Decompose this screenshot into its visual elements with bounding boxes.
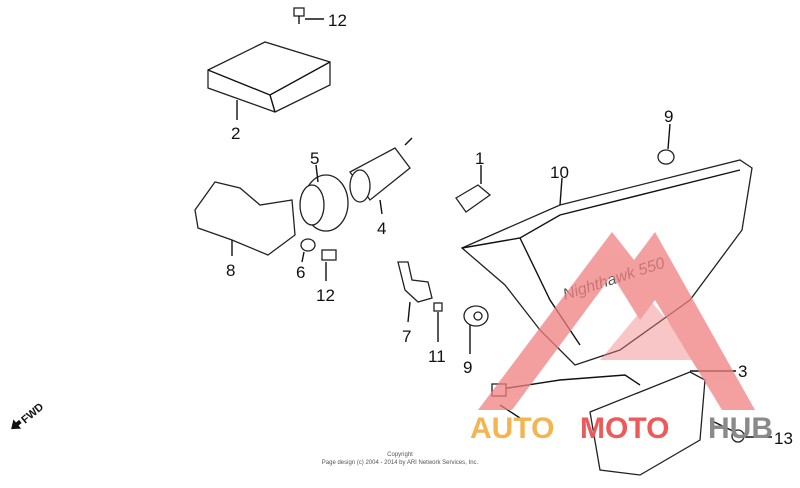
part-condenser-4[interactable] xyxy=(349,137,413,215)
watermark-hub: HUB xyxy=(708,412,773,445)
part-grommet-1[interactable] xyxy=(455,165,492,213)
callout-11[interactable]: 11 xyxy=(428,347,446,366)
part-grommet-9[interactable] xyxy=(657,123,675,165)
part-bolt-12[interactable] xyxy=(293,7,324,24)
part-bolt-13[interactable] xyxy=(709,419,772,443)
callout-2[interactable]: 2 xyxy=(231,124,240,143)
callout-12b[interactable]: 12 xyxy=(316,286,335,305)
watermark-moto: MOTO xyxy=(580,412,669,445)
callout-13[interactable]: 13 xyxy=(774,429,793,448)
part-bracket-8[interactable] xyxy=(194,181,296,256)
part-screw-11[interactable] xyxy=(433,302,443,342)
part-band-5[interactable] xyxy=(299,164,349,232)
part-switch-7[interactable] xyxy=(397,261,433,323)
callout-8[interactable]: 8 xyxy=(226,261,235,280)
callout-7[interactable]: 7 xyxy=(402,327,411,346)
callout-3[interactable]: 3 xyxy=(738,362,747,381)
part-grommet-6[interactable] xyxy=(300,238,316,263)
callout-5[interactable]: 5 xyxy=(310,149,319,168)
copyright-title: Copyright xyxy=(387,452,413,458)
forward-arrow-icon: FWD xyxy=(11,401,46,430)
callout-9[interactable]: 9 xyxy=(664,107,673,126)
part-bolt-12b[interactable] xyxy=(321,249,337,281)
callout-10[interactable]: 10 xyxy=(550,163,569,182)
callout-1[interactable]: 1 xyxy=(475,149,484,168)
callout-9b[interactable]: 9 xyxy=(463,358,472,377)
fwd-label: FWD xyxy=(19,401,46,426)
watermark-auto: AUTO xyxy=(470,412,554,445)
callout-12[interactable]: 12 xyxy=(328,11,347,30)
copyright-notice: Page design (c) 2004 - 2014 by ARI Netwo… xyxy=(321,460,479,466)
part-cdi-unit-2[interactable] xyxy=(207,41,331,120)
watermark-logo xyxy=(478,232,755,410)
callout-4[interactable]: 4 xyxy=(377,219,386,238)
part-grommet-9b[interactable] xyxy=(463,305,489,354)
callout-6[interactable]: 6 xyxy=(296,263,305,282)
